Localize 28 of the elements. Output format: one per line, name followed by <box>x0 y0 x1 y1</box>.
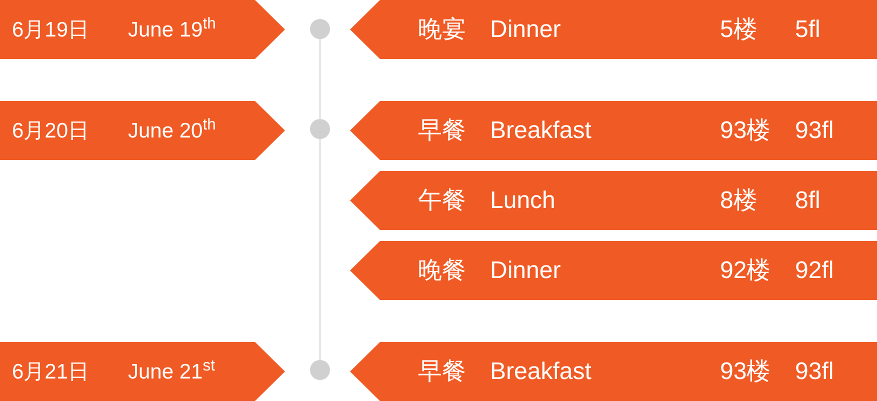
floor-english: 8fl <box>795 188 820 212</box>
english-date: June 21$^{st}$ <box>128 361 215 382</box>
floor-text: 5楼 <box>720 18 758 42</box>
timeline-line <box>319 39 321 119</box>
meal-name-english: Breakfast <box>490 118 592 142</box>
floor-text: 92楼 <box>720 258 771 282</box>
floor-text: 93楼 <box>720 360 771 384</box>
floor-text: 93楼 <box>720 118 771 142</box>
meal-name: 早餐 <box>418 360 466 384</box>
meal-name-english: Dinner <box>490 258 561 282</box>
floor-english: 93fl <box>795 118 834 142</box>
timeline-line <box>319 139 321 360</box>
date-text: 6月19日 <box>12 19 90 40</box>
floor-english: 5fl <box>795 18 820 42</box>
english-date: June 19$^{th}$ <box>128 19 216 40</box>
date-text: 6月20日 <box>12 120 90 141</box>
floor-text: 8楼 <box>720 188 758 212</box>
date-text: 6月21日 <box>12 361 90 382</box>
meal-name: 晚餐 <box>418 258 466 282</box>
meal-name: 晚宴 <box>418 18 466 42</box>
meal-name: 午餐 <box>418 188 466 212</box>
meal-name-english: Breakfast <box>490 360 592 384</box>
english-date: June 20$^{th}$ <box>128 120 216 141</box>
floor-english: 92fl <box>795 258 834 282</box>
meal-name-english: Dinner <box>490 18 561 42</box>
floor-english: 93fl <box>795 360 834 384</box>
meal-name: 早餐 <box>418 118 466 142</box>
meal-name-english: Lunch <box>490 188 556 212</box>
